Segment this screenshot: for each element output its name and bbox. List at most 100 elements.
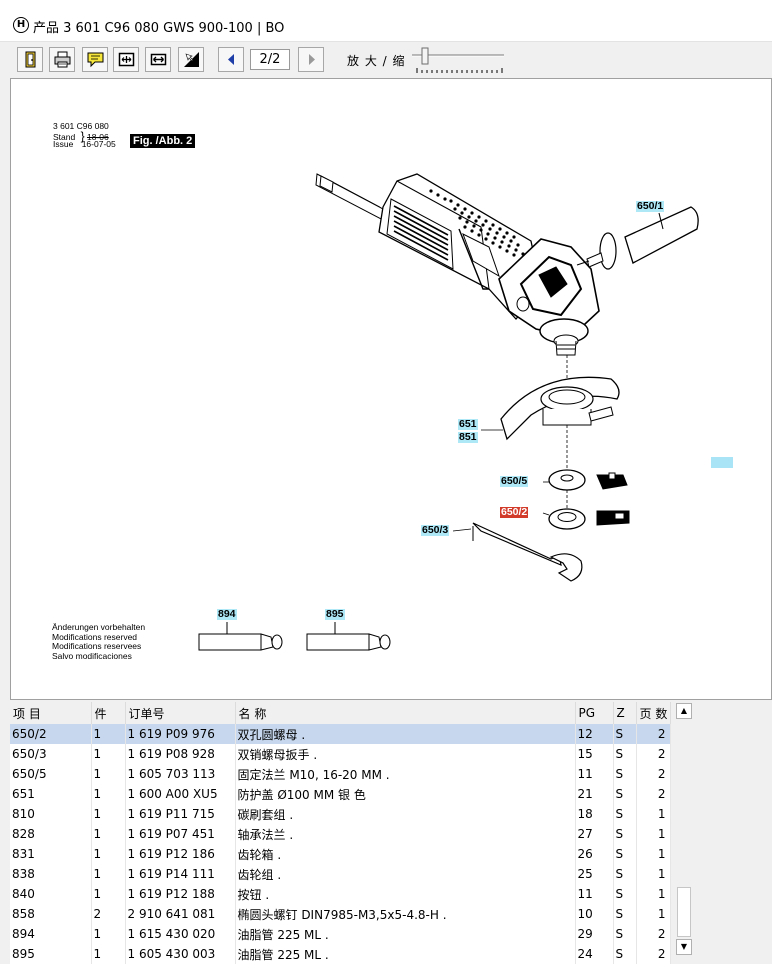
- part-label-894[interactable]: 894: [217, 608, 237, 620]
- part-label-895[interactable]: 895: [325, 608, 345, 620]
- z-cell: S: [613, 764, 637, 784]
- modifications-line: Modifications reserved: [52, 631, 138, 642]
- item-cell: 894: [10, 924, 92, 944]
- pg-cell: 25: [575, 864, 614, 884]
- stand-line: Stand } 18-06: [53, 130, 116, 142]
- modifications-notice: Änderungen vorbehalten Modifications res…: [52, 622, 145, 662]
- qty-cell: 1: [91, 804, 126, 824]
- part-name-cell: 齿轮箱 .: [235, 844, 576, 864]
- z-cell: S: [613, 784, 637, 804]
- window-title: 产品 3 601 C96 080 GWS 900-100 | BO: [33, 21, 285, 36]
- drawing-product-number: 3 601 C96 080: [53, 121, 109, 131]
- item-cell: 650/3: [10, 744, 92, 764]
- order-number-cell: 1 615 430 020: [125, 924, 236, 944]
- qty-cell: 1: [91, 864, 126, 884]
- scroll-down-button[interactable]: ▼: [676, 939, 692, 955]
- fit-width-button[interactable]: [145, 47, 171, 72]
- part-label-650-5[interactable]: 650/5: [500, 475, 529, 487]
- pg-cell: 24: [575, 944, 614, 964]
- part-label-651[interactable]: 651: [458, 418, 478, 430]
- column-header-pg[interactable]: PG: [575, 702, 614, 724]
- mounting-flange: [548, 469, 628, 491]
- part-label-650-1[interactable]: 650/1: [636, 200, 665, 212]
- column-header-pages[interactable]: 页 数: [636, 702, 671, 724]
- z-cell: S: [613, 924, 637, 944]
- qty-cell: 1: [91, 724, 126, 744]
- column-header-item[interactable]: 项 目: [10, 702, 92, 724]
- pages-cell: 2: [636, 764, 671, 784]
- part-name-cell: 固定法兰 M10, 16-20 MM .: [235, 764, 576, 784]
- column-header-qty[interactable]: 件: [91, 702, 126, 724]
- order-number-cell: 1 619 P08 928: [125, 744, 236, 764]
- pages-cell: 1: [636, 904, 671, 924]
- order-number-cell: 1 619 P11 715: [125, 804, 236, 824]
- exploded-view-drawing[interactable]: 3 601 C96 080 Stand } 18-06 Issue 16-07-…: [10, 78, 772, 700]
- side-handle: [576, 206, 699, 270]
- pg-cell: 21: [575, 784, 614, 804]
- z-cell: S: [613, 904, 637, 924]
- table-scrollbar[interactable]: ▲ ▼: [676, 703, 692, 955]
- pg-cell: 18: [575, 804, 614, 824]
- page-indicator[interactable]: 2/2: [250, 49, 290, 70]
- next-page-icon: [309, 54, 315, 65]
- pages-cell: 1: [636, 864, 671, 884]
- issue-value: 16-07-05: [81, 139, 116, 149]
- column-header-z[interactable]: Z: [613, 702, 637, 724]
- previous-page-button[interactable]: [218, 47, 244, 72]
- part-label-650-3[interactable]: 650/3: [421, 524, 450, 536]
- pg-cell: 29: [575, 924, 614, 944]
- pg-cell: 11: [575, 884, 614, 904]
- order-number-cell: 1 619 P07 451: [125, 824, 236, 844]
- item-cell: 838: [10, 864, 92, 884]
- part-label-650-2[interactable]: 650/2: [500, 506, 529, 518]
- modifications-line: Salvo modificaciones: [52, 651, 132, 662]
- stand-label: Stand: [53, 132, 76, 142]
- zoom-slider[interactable]: [410, 46, 510, 76]
- scroll-thumb[interactable]: [677, 887, 691, 937]
- part-name-cell: 椭圆头螺钉 DIN7985-M3,5x5-4.8-H .: [235, 904, 576, 924]
- grease-tube-894: [198, 622, 283, 651]
- print-icon: [54, 51, 71, 68]
- column-header-order-no[interactable]: 订单号: [125, 702, 236, 724]
- qty-cell: 1: [91, 924, 126, 944]
- grip-texture: [429, 189, 525, 257]
- next-page-button[interactable]: [298, 47, 324, 72]
- column-header-name[interactable]: 名 称: [235, 702, 576, 724]
- scroll-up-button[interactable]: ▲: [676, 703, 692, 719]
- part-name-cell: 轴承法兰 .: [235, 824, 576, 844]
- pg-cell: 26: [575, 844, 614, 864]
- z-cell: S: [613, 844, 637, 864]
- order-number-cell: 2 910 641 081: [125, 904, 236, 924]
- select-tool-button[interactable]: [178, 47, 204, 72]
- note-button[interactable]: [82, 47, 108, 72]
- part-label-851[interactable]: 851: [458, 431, 478, 443]
- pg-cell: 10: [575, 904, 614, 924]
- exit-icon: [25, 51, 36, 68]
- exit-button[interactable]: [17, 47, 43, 72]
- part-name-cell: 按钮 .: [235, 884, 576, 904]
- part-name-cell: 碳刷套组 .: [235, 804, 576, 824]
- hotspot-marker[interactable]: [711, 457, 733, 468]
- print-button[interactable]: [49, 47, 75, 72]
- part-name-cell: 双孔圆螺母 .: [235, 724, 576, 744]
- z-cell: S: [613, 804, 637, 824]
- pages-cell: 1: [636, 804, 671, 824]
- pages-cell: 1: [636, 884, 671, 904]
- fit-page-button[interactable]: [113, 47, 139, 72]
- pg-cell: 12: [575, 724, 614, 744]
- item-cell: 840: [10, 884, 92, 904]
- wheel-guard: [500, 376, 620, 441]
